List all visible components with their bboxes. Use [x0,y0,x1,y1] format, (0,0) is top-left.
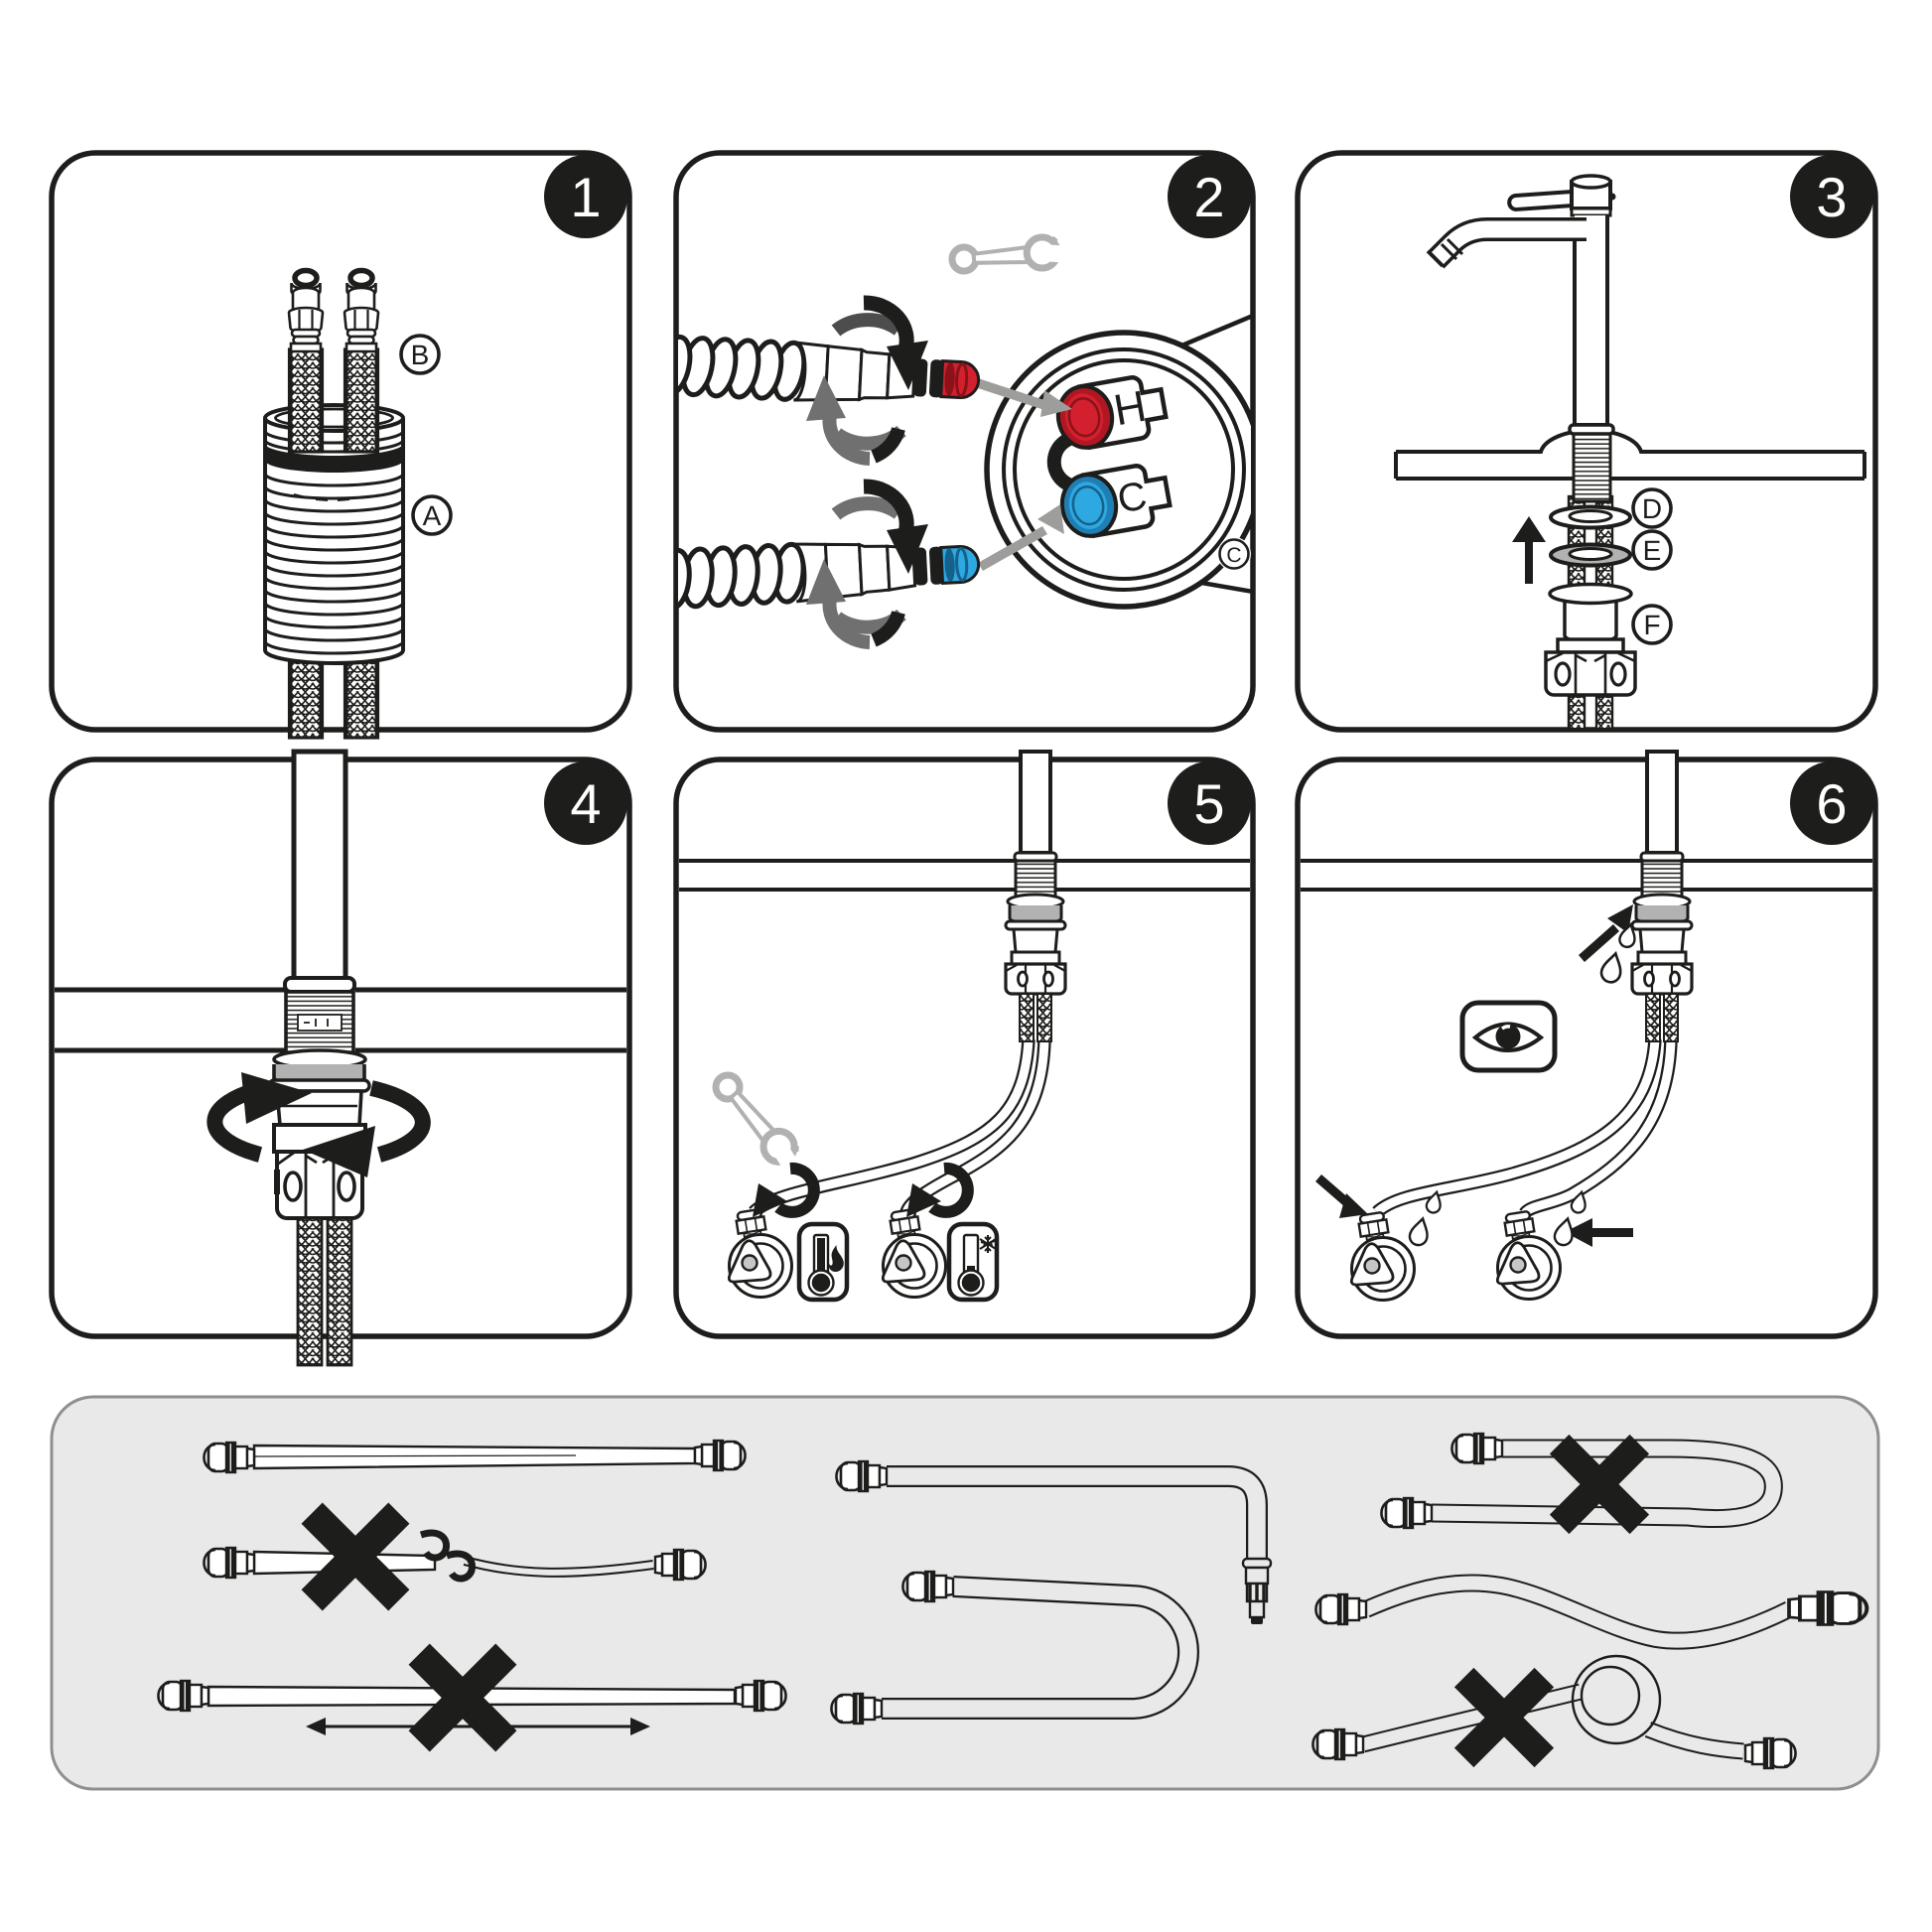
svg-text:D: D [1642,493,1662,524]
svg-text:4: 4 [570,772,601,835]
svg-text:B: B [411,340,430,370]
svg-text:C: C [1226,544,1241,567]
svg-text:E: E [1643,535,1662,566]
svg-text:5: 5 [1193,772,1224,835]
svg-text:A: A [423,500,442,531]
svg-text:1: 1 [570,166,601,228]
svg-text:3: 3 [1816,166,1847,228]
svg-text:F: F [1643,610,1660,640]
svg-text:2: 2 [1193,166,1224,228]
svg-text:6: 6 [1816,772,1847,835]
